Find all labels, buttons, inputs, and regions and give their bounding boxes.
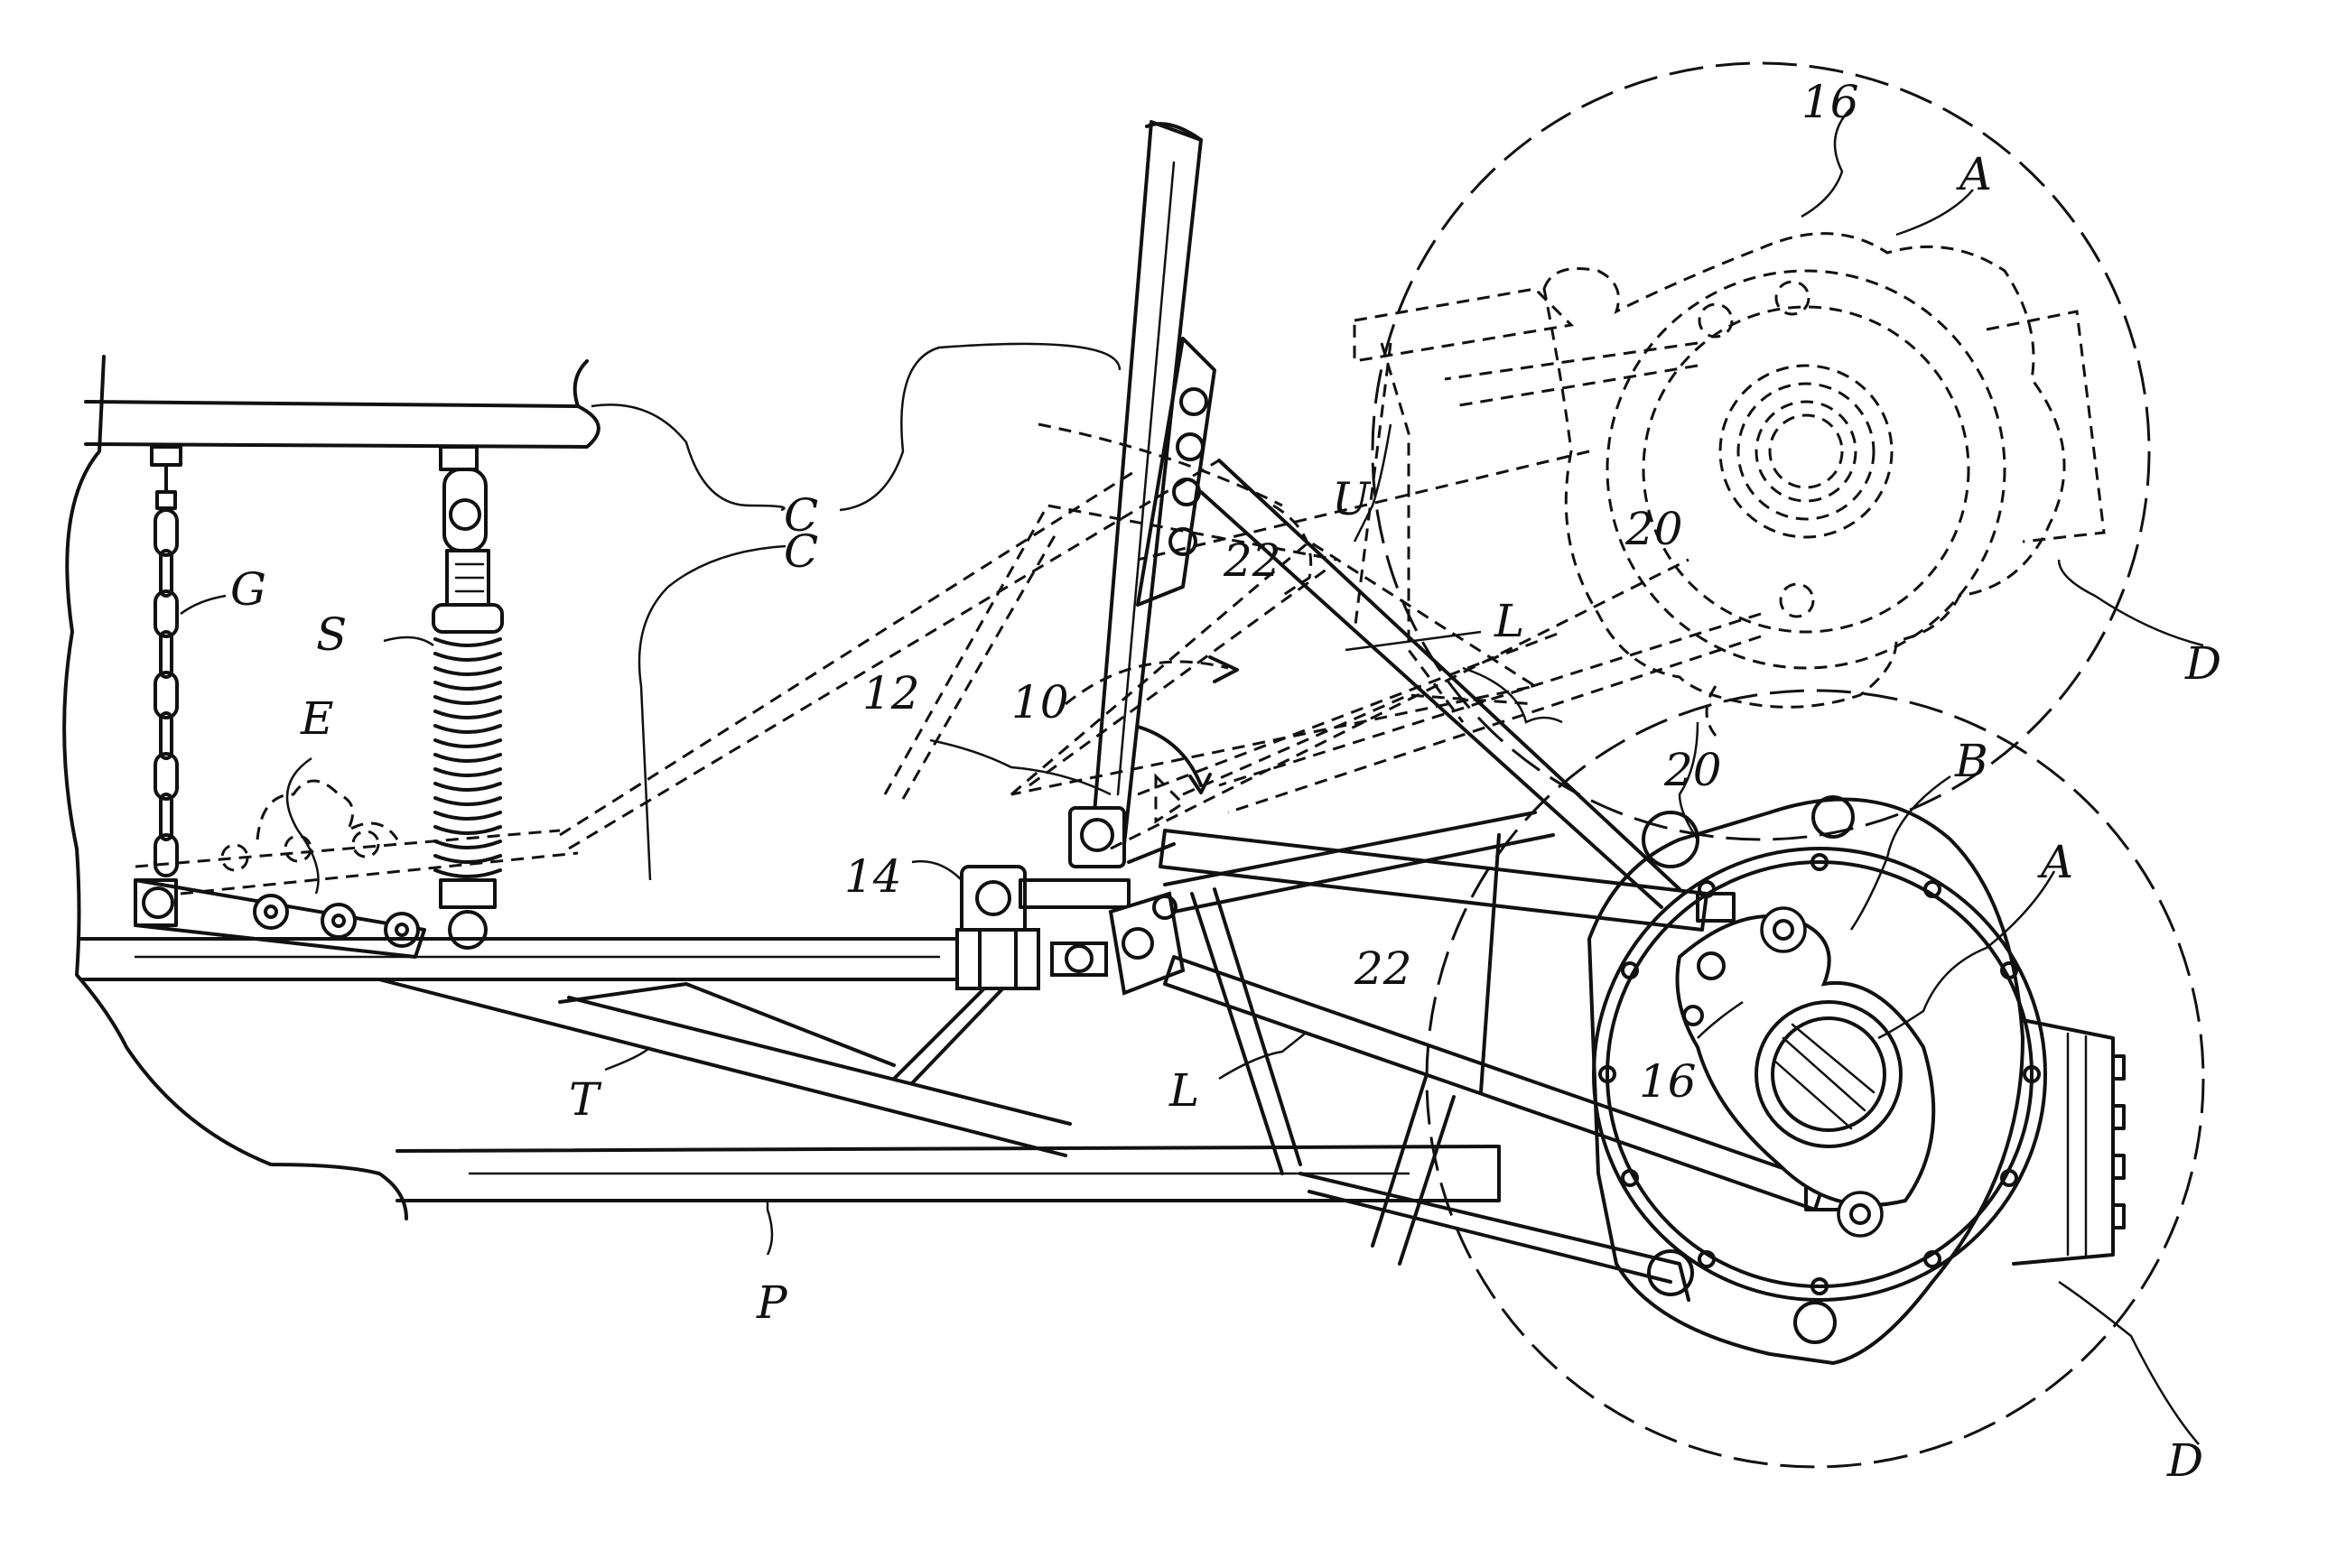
label-20-lower: 20 [1663, 744, 1722, 796]
label-20-upper: 20 [1624, 503, 1683, 555]
label-a-upper: A [1956, 148, 1992, 200]
label-l-upper: L [1494, 595, 1524, 647]
label-t: T [569, 1073, 602, 1126]
label-10: 10 [1011, 676, 1069, 728]
pivot-assembly [957, 808, 1183, 993]
label-12: 12 [862, 667, 920, 719]
label-16-upper: 16 [1801, 76, 1859, 128]
label-b: B [1954, 735, 1988, 787]
vertical-post [1093, 122, 1215, 844]
label-e: E [300, 692, 334, 745]
label-22-upper: 22 [1223, 534, 1281, 587]
label-22-lower: 22 [1354, 942, 1412, 995]
shock-absorber-s [433, 447, 502, 948]
alternate-position-bracket-e [135, 781, 578, 894]
label-s: S [316, 608, 347, 661]
upper-arm-u [1201, 460, 1680, 907]
label-14: 14 [844, 850, 902, 903]
label-16-lower: 16 [1639, 1055, 1697, 1108]
label-p: P [756, 1276, 788, 1329]
label-c-lower: C [784, 525, 818, 578]
label-d-lower: D [2166, 1434, 2203, 1487]
label-l-lower: L [1168, 1064, 1199, 1117]
label-g: G [230, 563, 266, 616]
label-u: U [1332, 473, 1372, 525]
label-d-upper: D [2184, 637, 2221, 690]
chain-bracket [135, 880, 424, 957]
label-a-lower: A [2037, 836, 2073, 888]
chain-g [152, 447, 181, 876]
